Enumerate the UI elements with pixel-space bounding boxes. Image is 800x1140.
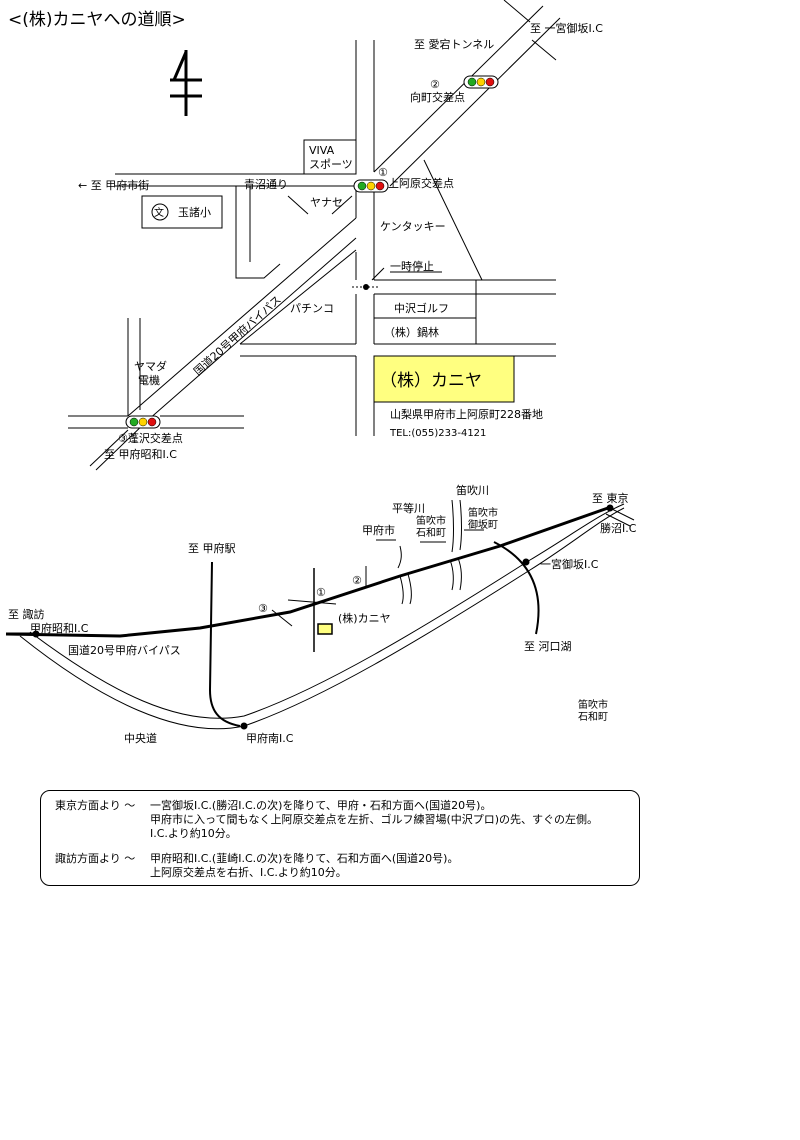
label-katsunuma: 勝沼I.C (600, 521, 637, 535)
company-marker (373, 355, 515, 403)
label-misaka-1: 笛吹市 (468, 506, 498, 519)
label-misaka-2: 御坂町 (468, 518, 498, 531)
label-yanase: ヤナセ (310, 196, 343, 209)
label-address: 山梨県甲府市上阿原町228番地 (390, 407, 543, 421)
label-hasuzawa: ③蓬沢交差点 (118, 431, 183, 445)
label-tokyo: 至 東京 (592, 491, 629, 505)
label-kofu-city: 甲府市 (362, 523, 395, 537)
suwa-line-1: 甲府昭和I.C.(韮崎I.C.の次)を降りて、石和方面へ(国道20号)。 (150, 852, 459, 865)
label-stop: 一時停止 (390, 259, 434, 273)
directions-suwa: 諏訪方面より ～ 甲府昭和I.C.(韮崎I.C.の次)を降りて、石和方面へ(国道2… (55, 852, 639, 866)
label-mukaimachi: 向町交差点 (410, 90, 465, 104)
stop-pointer (371, 267, 385, 281)
label-isawa-2: 石和町 (416, 527, 446, 539)
label-aonuma: 青沼通り (244, 177, 288, 191)
label-mukaimachi-num: ② (430, 78, 440, 91)
suwa-lead: 諏訪方面より ～ (55, 852, 136, 865)
traffic-signal-icon (125, 415, 161, 429)
label-company: （株）カニヤ (380, 371, 482, 391)
label-kfc: ケンタッキー (380, 220, 446, 233)
label-kofu-shigai: ← 至 甲府市街 (78, 178, 149, 192)
map-title: <(株)カニヤへの道順> (8, 10, 186, 30)
north-arrow-icon (170, 50, 202, 116)
label-kamiahara-num: ① (378, 166, 388, 179)
directions-box: 東京方面より ～ 一宮御坂I.C.(勝沼I.C.の次)を降りて、甲府・石和方面へ(… (40, 790, 640, 886)
label-ichinomiya: 一宮御坂I.C (540, 557, 599, 571)
traffic-signal-icon (353, 179, 389, 193)
tokyo-line-1: 一宮御坂I.C.(勝沼I.C.の次)を降りて、甲府・石和方面へ(国道20号)。 (150, 799, 492, 812)
label-school: 玉諸小 (178, 205, 211, 219)
label-kawaguchiko: 至 河口湖 (524, 640, 572, 653)
label-chuodo: 中央道 (124, 731, 157, 745)
label-isawa-bottom-2: 石和町 (578, 711, 608, 723)
showa-ic-icon (32, 630, 40, 638)
label-pachinko: パチンコ (290, 302, 334, 315)
label-isawa-1: 笛吹市 (416, 514, 446, 527)
tokyo-line-3: I.C.より約10分。 (150, 827, 237, 840)
label-num1: ① (316, 586, 326, 599)
label-showa: 至 甲府昭和I.C (104, 447, 177, 461)
label-bypass: 国道20号甲府バイパス (191, 292, 284, 378)
label-tel: TEL:(055)233-4121 (389, 428, 486, 439)
suwa-line-2: 上阿原交差点を右折、I.C.より約10分。 (150, 866, 347, 879)
label-viva-2: スポーツ (309, 158, 353, 171)
company-marker-small (317, 623, 333, 635)
label-suwa: 至 諏訪 (8, 607, 45, 621)
label-heito-river: 平等川 (392, 501, 425, 515)
school-mark: 文 (154, 206, 164, 219)
directions-tokyo: 東京方面より ～ 一宮御坂I.C.(勝沼I.C.の次)を降りて、甲府・石和方面へ(… (55, 799, 639, 813)
label-kofu-station: 至 甲府駅 (188, 541, 236, 555)
tokyo-line-2: 甲府市に入って間もなく上阿原交差点を左折、ゴルフ練習場(中沢プロ)の先、すぐの左… (150, 813, 599, 826)
school-icon (151, 203, 169, 221)
label-nabebayashi: （株）鍋林 (384, 325, 439, 339)
label-company-small: (株)カニヤ (338, 611, 391, 625)
label-nakazawa: 中沢ゴルフ (394, 301, 449, 315)
label-fuefuki-river: 笛吹川 (456, 483, 489, 497)
label-isawa-bottom-1: 笛吹市 (578, 698, 608, 711)
label-num2: ② (352, 574, 362, 587)
upper-roads (68, 0, 561, 471)
label-showa-ic: 甲府昭和I.C (30, 621, 89, 635)
label-num3: ③ (258, 602, 268, 615)
traffic-signal-icon (463, 75, 499, 89)
kofu-minami-ic-icon (240, 722, 248, 730)
label-bypass-lower: 国道20号甲府バイパス (68, 643, 181, 657)
label-kamiahara: 上阿原交差点 (388, 176, 454, 190)
tokyo-lead: 東京方面より ～ (55, 799, 136, 812)
label-kofu-minami: 甲府南I.C (246, 731, 294, 745)
ichinomiya-ic-icon (522, 558, 530, 566)
lower-roads (5, 499, 635, 730)
label-yamada-2: 電機 (138, 373, 160, 387)
label-atago: 至 愛宕トンネル (414, 37, 494, 51)
label-ichinomiya-top: 至 一宮御坂I.C (530, 21, 603, 35)
katsunuma-ic-icon (606, 504, 614, 512)
label-yamada-1: ヤマダ (134, 359, 167, 373)
label-viva-1: VIVA (309, 144, 335, 157)
